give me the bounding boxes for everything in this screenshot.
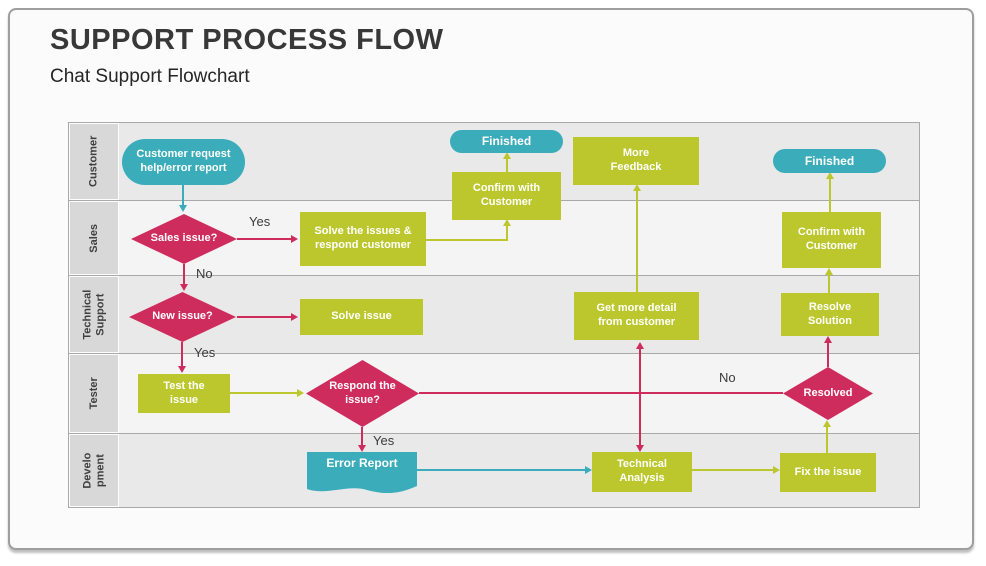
arrowhead <box>824 336 832 343</box>
edge-label-no: No <box>196 266 213 281</box>
node-technical-analysis: Technical Analysis <box>592 452 692 492</box>
page-subtitle: Chat Support Flowchart <box>50 66 250 87</box>
arrowhead <box>358 445 366 452</box>
node-more-feedback: More Feedback <box>573 137 699 185</box>
arrow-newissue-solve <box>237 316 291 318</box>
arrowhead <box>291 313 298 321</box>
node-get-more-detail: Get more detail from customer <box>574 292 699 340</box>
arrowhead <box>773 466 780 474</box>
arrow-test-respond <box>230 392 298 394</box>
arrow-newissue-test <box>181 342 183 367</box>
edge-label-yes: Yes <box>194 345 216 360</box>
arrow-respond-error <box>361 427 363 446</box>
arrowhead <box>297 389 304 397</box>
node-solve-issues: Solve the issues & respond customer <box>300 212 426 266</box>
arrowhead <box>636 342 644 349</box>
lane-label-text: Tester <box>87 377 100 410</box>
arrowhead <box>291 235 298 243</box>
arrowhead <box>179 205 187 212</box>
arrow-respond-getmore <box>419 392 641 394</box>
arrow-sales-no <box>183 264 185 285</box>
lane-label-customer: Customer <box>69 123 119 200</box>
lane-label-text: Sales <box>87 223 100 253</box>
arrow-fix-resolved <box>826 427 828 453</box>
node-finished-2: Finished <box>773 149 886 173</box>
lane-label-text: pment <box>93 454 106 488</box>
arrow-error-analysis <box>417 469 585 471</box>
node-customer-request: Customer request help/error report <box>122 139 245 185</box>
arrow-respond-getmore <box>639 349 641 392</box>
arrow-resolved-no <box>639 394 641 446</box>
node-fix-issue: Fix the issue <box>780 453 876 492</box>
node-confirm-customer-1: Confirm with Customer <box>452 172 561 220</box>
node-finished-1: Finished <box>450 130 563 153</box>
arrowhead <box>823 420 831 427</box>
arrowhead <box>826 172 834 179</box>
arrowhead <box>636 445 644 452</box>
arrowhead <box>585 466 592 474</box>
node-error-report: Error Report <box>307 452 417 496</box>
arrow-start <box>182 185 184 206</box>
node-test-issue: Test the issue <box>138 374 230 413</box>
lane-label-text: Develo <box>81 452 94 489</box>
lane-label-text: Technical <box>81 289 94 340</box>
arrow-confirm-finished <box>506 159 508 172</box>
arrow-solve-confirm <box>426 239 508 241</box>
edge-label-yes: Yes <box>249 214 271 229</box>
arrowhead <box>825 268 833 275</box>
arrow-confirm2-finished <box>829 179 831 212</box>
arrow-sales-yes <box>237 238 291 240</box>
lane-label-text: Customer <box>87 135 100 188</box>
arrowhead <box>633 184 641 191</box>
arrowhead <box>180 284 188 291</box>
arrow-solve-confirm <box>506 226 508 241</box>
arrow-getmore-feedback <box>636 191 638 292</box>
lane-label-technical-support: Technical Support <box>69 276 119 353</box>
node-error-report-label: Error Report <box>326 456 398 470</box>
edge-label-no: No <box>719 370 736 385</box>
lane-label-text: Support <box>94 293 106 336</box>
arrowhead <box>178 366 186 373</box>
arrow-analysis-fix <box>692 469 773 471</box>
edge-label-yes: Yes <box>373 433 395 448</box>
lane-label-development: Develo pment <box>69 434 119 507</box>
node-solve-issue: Solve issue <box>300 299 423 335</box>
node-confirm-customer-2: Confirm with Customer <box>782 212 881 268</box>
arrow-resolved-solution <box>827 343 829 367</box>
document-shape-icon <box>307 452 417 494</box>
arrow-solution-confirm <box>828 275 830 293</box>
lane-label-tester: Tester <box>69 354 119 433</box>
page-title: SUPPORT PROCESS FLOW <box>50 24 444 56</box>
node-resolve-solution: Resolve Solution <box>781 293 879 336</box>
arrow-resolved-no <box>641 392 783 394</box>
arrowhead <box>503 219 511 226</box>
arrowhead <box>503 152 511 159</box>
lane-label-sales: Sales <box>69 201 119 275</box>
